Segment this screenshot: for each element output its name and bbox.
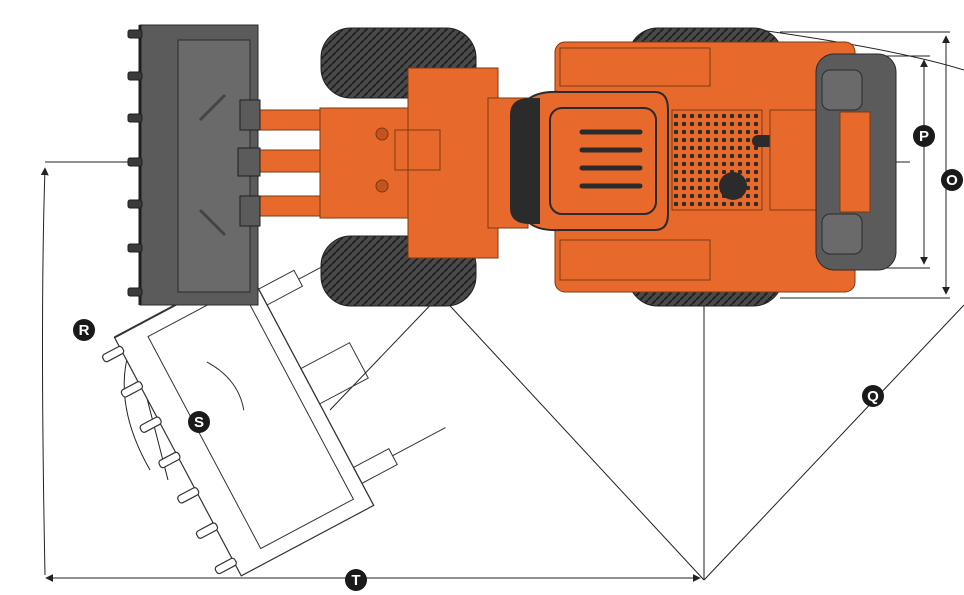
roof-ribs: [579, 129, 643, 189]
air-intake: [752, 135, 774, 147]
label-p: P: [913, 125, 935, 147]
radius-line-inner: [439, 294, 705, 581]
engine-grill: [671, 109, 763, 211]
label-q-text: Q: [867, 388, 879, 405]
label-t-text: T: [351, 572, 360, 589]
cab-windshield: [510, 98, 540, 224]
bucket-straight: [127, 24, 261, 306]
bucket-teeth: [127, 29, 143, 297]
label-r: R: [73, 319, 95, 341]
cab: [510, 90, 669, 232]
bucket-turned: [101, 250, 446, 577]
bucket-turned-teeth: [101, 345, 237, 575]
label-r-text: R: [79, 322, 90, 339]
bucket-construction-line: [329, 294, 441, 411]
dimension-labels: O P Q R S T: [73, 125, 963, 591]
front-chassis: [407, 67, 499, 259]
label-s-text: S: [194, 414, 204, 431]
label-o-text: O: [946, 172, 958, 189]
arc-r: [40, 167, 49, 576]
label-o: O: [941, 169, 963, 191]
label-q: Q: [862, 385, 884, 407]
front-linkage-box: [394, 129, 441, 171]
label-p-text: P: [919, 128, 929, 145]
bucket-turned-inner: [147, 286, 355, 550]
rear-fender-left: [559, 47, 711, 87]
radius-line-outer: [703, 304, 964, 581]
label-s: S: [188, 411, 210, 433]
rear-fender-right: [559, 239, 711, 281]
cab-roof-panel: [549, 107, 657, 215]
exhaust-stack: [719, 172, 747, 200]
front-frame-body: [319, 107, 421, 219]
label-t: T: [345, 569, 367, 591]
front-frame: [249, 67, 529, 259]
